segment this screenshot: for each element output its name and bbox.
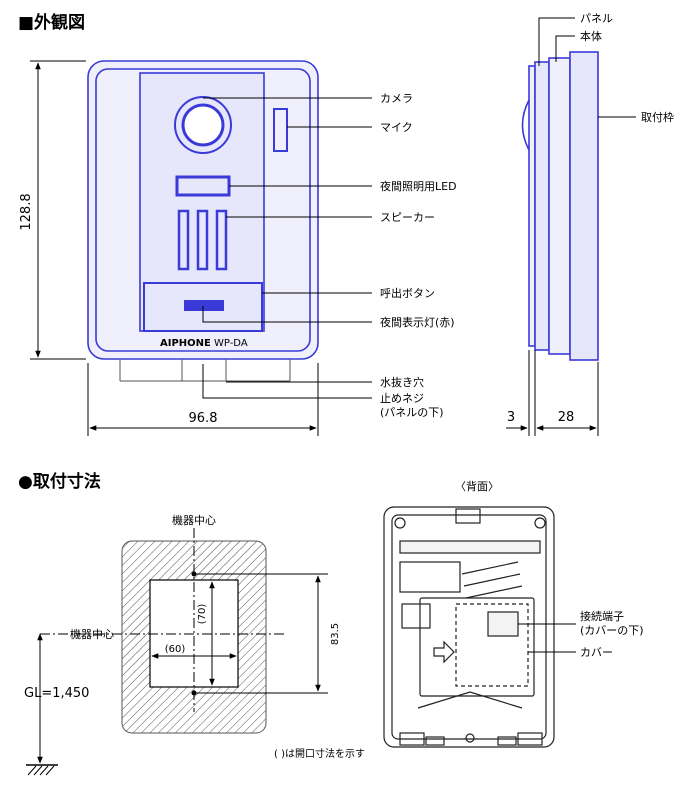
back-screw-top-right — [534, 517, 546, 529]
label-terminal-note: (カバーの下) — [580, 624, 644, 637]
back-top-latch — [455, 508, 481, 524]
back-bottom-latch-right — [517, 732, 543, 746]
dim-mount-vertical: 83.5 — [330, 623, 341, 645]
dim-width: 96.8 — [189, 411, 218, 426]
back-inner-shell — [391, 514, 547, 740]
dim-ground-height: GL=1,450 — [24, 686, 89, 701]
back-outer-shell — [383, 506, 555, 748]
speaker-slot-2 — [196, 209, 209, 271]
back-bottom-latch-left — [399, 732, 425, 746]
side-dimensions — [506, 350, 599, 436]
front-inner-frame — [95, 68, 311, 352]
brand-mark — [184, 300, 224, 311]
front-callouts — [202, 97, 372, 399]
label-call-button: 呼出ボタン — [380, 286, 435, 300]
back-ribs — [461, 561, 523, 599]
back-bottom-v-rib — [417, 691, 523, 709]
back-arrow-icon — [433, 640, 455, 664]
label-drain-hole: 水抜き穴 — [380, 375, 424, 389]
back-view-title: 〈背面〉 — [455, 479, 499, 493]
dim-opening-width: (60) — [165, 644, 186, 655]
label-panel: パネル — [580, 12, 613, 25]
side-callouts — [538, 17, 636, 118]
dim-opening-height: (70) — [197, 604, 208, 625]
dim-height: 128.8 — [19, 193, 34, 230]
leader-panel — [538, 17, 575, 66]
call-button-shape — [143, 282, 263, 332]
leader-night-lamp — [202, 306, 372, 323]
side-view — [521, 51, 599, 361]
camera-lens — [181, 103, 225, 147]
side-panel — [528, 65, 536, 347]
back-bottom-latch-mid2 — [497, 736, 517, 746]
dim-body-depth: 28 — [558, 410, 575, 425]
screw-point-bottom — [191, 690, 197, 696]
screw-point-top — [191, 571, 197, 577]
back-view — [383, 506, 555, 748]
model-label: WP-DA — [214, 338, 248, 349]
mounting-title: ●取付寸法 — [18, 471, 101, 492]
label-screw-note: (パネルの下) — [380, 406, 444, 419]
back-board — [419, 597, 535, 697]
back-bottom-latch-mid — [425, 736, 445, 746]
label-mic: マイク — [380, 121, 413, 134]
back-bottom-hole — [465, 733, 475, 743]
label-body: 本体 — [580, 29, 602, 43]
camera-ring — [174, 96, 232, 154]
exterior-title: ■外観図 — [18, 12, 85, 33]
mounting-diagram — [26, 528, 328, 776]
label-camera: カメラ — [380, 92, 413, 105]
back-screw-top-left — [394, 517, 406, 529]
leader-screw — [202, 364, 372, 399]
label-screw: 止めネジ — [380, 392, 424, 405]
speaker-slot-3 — [215, 209, 228, 271]
label-night-lamp: 夜間表示灯(赤) — [380, 315, 455, 329]
back-cover-outline — [455, 603, 529, 687]
mic-slot — [273, 108, 288, 152]
back-top-ridge — [399, 540, 541, 554]
back-terminal-block — [487, 611, 519, 637]
front-view — [87, 60, 319, 382]
back-block — [401, 603, 431, 629]
label-led: 夜間照明用LED — [380, 179, 457, 193]
label-cover: カバー — [580, 646, 613, 659]
side-body-rear — [548, 57, 571, 355]
back-callouts — [518, 623, 576, 653]
dim-panel-depth: 3 — [507, 410, 515, 425]
label-center-left: 機器中心 — [70, 627, 114, 641]
back-compartment-left — [399, 561, 461, 593]
ground-hatch — [27, 765, 55, 776]
mounting-note: ( )は開口寸法を示す — [274, 747, 365, 760]
speaker-slot-1 — [177, 209, 190, 271]
label-frame: 取付枠 — [641, 110, 674, 124]
front-dimensions — [30, 60, 319, 436]
label-speaker: スピーカー — [380, 211, 435, 224]
side-camera-bulge — [521, 99, 530, 151]
brand-label: AIPHONE — [160, 338, 211, 349]
label-terminal: 接続端子 — [580, 609, 624, 623]
side-frame — [569, 51, 599, 361]
side-body — [534, 61, 550, 351]
label-center-top: 機器中心 — [172, 513, 216, 527]
leader-body — [555, 35, 575, 62]
